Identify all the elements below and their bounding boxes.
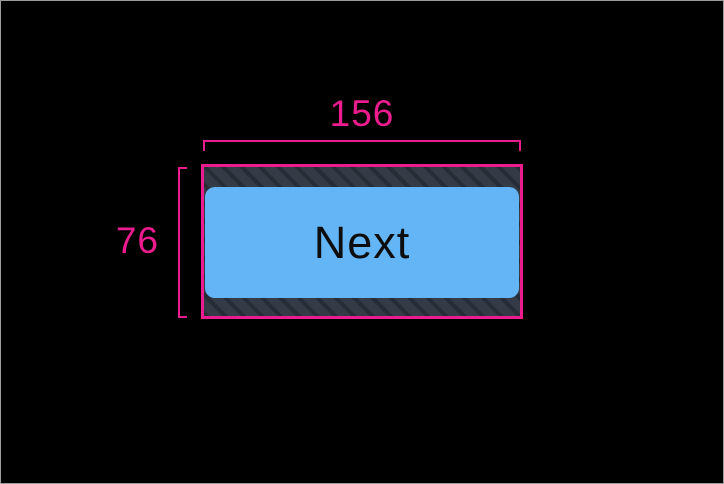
next-button[interactable]: Next bbox=[205, 187, 519, 298]
height-dimension-label: 76 bbox=[115, 220, 159, 261]
width-dimension-label: 156 bbox=[329, 93, 395, 134]
height-measure-bracket bbox=[178, 167, 187, 318]
component-bounds-with-padding-hatch: Next bbox=[201, 164, 523, 319]
width-measure-bracket bbox=[203, 140, 521, 151]
